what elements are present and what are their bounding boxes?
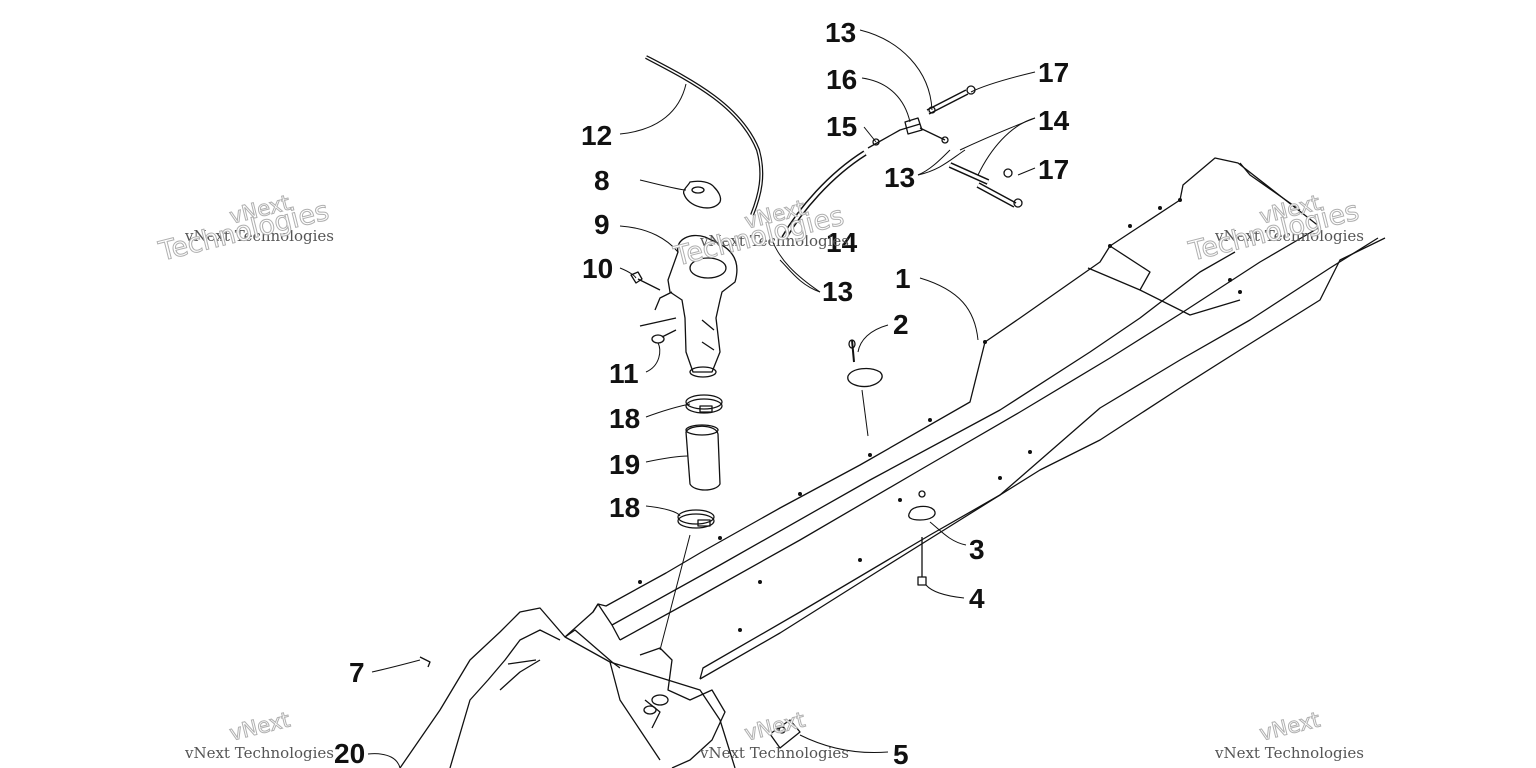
watermark: vNext vNext Technologies Technologies xyxy=(1186,190,1365,268)
callout-10: 10 xyxy=(582,253,613,284)
hose-12-part xyxy=(645,55,764,216)
clamp-18-lower-part xyxy=(677,509,715,529)
watermark-name: vNext Technologies xyxy=(185,227,335,245)
callout-11: 11 xyxy=(609,358,639,389)
coolant-bottle-part xyxy=(654,234,738,378)
callout-labels: 13 17 16 15 14 12 13 17 8 9 14 10 1 13 2… xyxy=(334,17,1070,768)
screw-11-part xyxy=(639,317,677,344)
watermark-name: vNext Technologies xyxy=(185,744,335,762)
callout-5: 5 xyxy=(893,739,909,768)
callout-14-right: 14 xyxy=(1038,105,1070,136)
callout-14-left: 14 xyxy=(826,227,858,258)
callout-4: 4 xyxy=(969,583,985,614)
watermark: vNext vNext Technologies xyxy=(700,707,850,762)
tee-fitting-assembly xyxy=(867,85,1023,208)
bracket-5-part xyxy=(769,719,801,749)
watermark-name: vNext Technologies xyxy=(1215,744,1365,762)
callout-3: 3 xyxy=(969,534,985,565)
callout-7: 7 xyxy=(349,657,365,688)
clamp-18-upper-part xyxy=(685,394,723,414)
rivet-7-part xyxy=(419,656,431,668)
cap-part xyxy=(682,180,722,209)
callout-17-lower: 17 xyxy=(1038,154,1069,185)
callout-12: 12 xyxy=(581,120,612,151)
callout-1: 1 xyxy=(895,263,911,294)
watermark-name: vNext Technologies xyxy=(700,744,850,762)
callout-13-top: 13 xyxy=(825,17,856,48)
watermark: vNext vNext Technologies Technologies xyxy=(671,195,850,273)
watermark-name: vNext Technologies xyxy=(700,232,850,250)
callout-18-upper: 18 xyxy=(609,403,640,434)
callout-17-upper: 17 xyxy=(1038,57,1069,88)
callout-9: 9 xyxy=(594,209,610,240)
grommet-2-part xyxy=(847,339,883,388)
chaincase-part xyxy=(399,607,736,768)
callout-8: 8 xyxy=(594,165,610,196)
callout-13-mid: 13 xyxy=(884,162,915,193)
callout-20: 20 xyxy=(334,738,365,768)
grommet-3-part xyxy=(908,490,936,521)
sleeve-19-part xyxy=(685,424,721,491)
callout-15: 15 xyxy=(826,111,857,142)
watermark: vNext vNext Technologies Technologies xyxy=(156,190,335,268)
callout-19: 19 xyxy=(609,449,640,480)
callout-2: 2 xyxy=(893,309,909,340)
hose-14-part xyxy=(781,150,867,240)
callout-18-lower: 18 xyxy=(609,492,640,523)
tunnel-part xyxy=(564,157,1386,680)
leader-lines xyxy=(367,29,1036,768)
bolt-10-part xyxy=(630,271,661,291)
bolt-4-part xyxy=(917,537,927,586)
watermark-name: vNext Technologies xyxy=(1215,227,1365,245)
callout-13-low: 13 xyxy=(822,276,853,307)
watermark: vNext vNext Technologies xyxy=(1215,707,1365,762)
callout-16: 16 xyxy=(826,64,857,95)
watermark: vNext vNext Technologies xyxy=(185,707,335,762)
